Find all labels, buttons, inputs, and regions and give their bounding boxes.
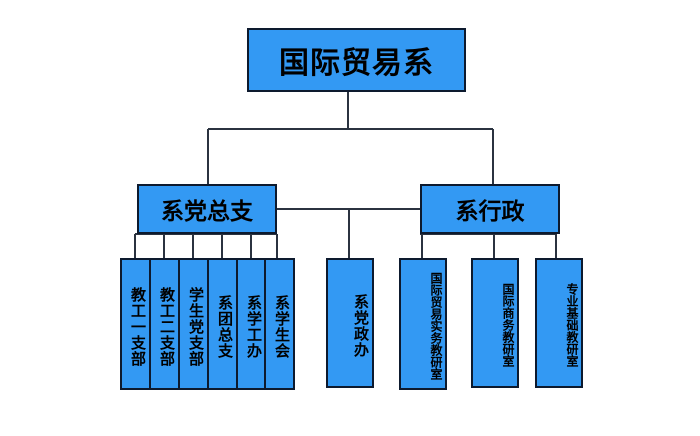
leaf-node-label: 国际商务教研室 <box>501 283 515 367</box>
leaf-node-label: 系党政办 <box>352 294 370 358</box>
node-administration: 系行政 <box>420 184 560 234</box>
node-party-branch-label: 系党总支 <box>161 199 253 225</box>
leaf-node-label: 教工二支部 <box>158 287 176 367</box>
leaf-node-label: 系团总支 <box>216 295 234 359</box>
leaf-node-label: 教工一支部 <box>129 287 147 367</box>
leaf-node: 教工二支部 <box>149 258 180 390</box>
leaf-node-party-office: 系党政办 <box>326 258 374 388</box>
leaf-node: 专业基础教研室 <box>535 258 583 388</box>
leaf-node: 系团总支 <box>207 258 238 390</box>
leaf-node: 国际贸易实务教研室 <box>399 258 447 390</box>
leaf-node: 系学工办 <box>236 258 267 390</box>
leaf-node-label: 国际贸易实务教研室 <box>429 272 443 380</box>
leaf-node-label: 系学工办 <box>245 295 263 359</box>
node-administration-label: 系行政 <box>455 199 525 225</box>
leaf-node-label: 系学生会 <box>273 295 291 359</box>
leaf-node: 学生党支部 <box>178 258 209 390</box>
leaf-node-label: 专业基础教研室 <box>565 283 579 367</box>
leaf-node: 系学生会 <box>264 258 295 390</box>
leaf-node: 教工一支部 <box>120 258 151 390</box>
leaf-node-label: 学生党支部 <box>187 287 205 367</box>
leaf-node: 国际商务教研室 <box>471 258 519 388</box>
root-node-label: 国际贸易系 <box>279 46 434 81</box>
node-party-branch: 系党总支 <box>137 184 277 234</box>
root-node: 国际贸易系 <box>247 28 466 92</box>
